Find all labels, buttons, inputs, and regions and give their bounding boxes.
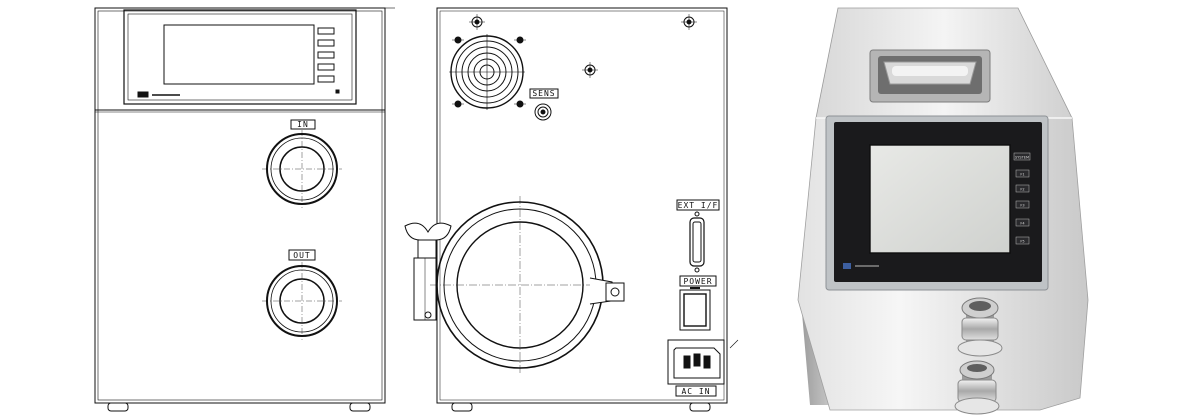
softkey-f5-label: F5 (1020, 240, 1024, 244)
front-foot-right (349, 402, 371, 412)
touch-screen[interactable] (869, 144, 1011, 254)
ac-in-label: AC IN (681, 387, 710, 396)
fan-grille-icon (449, 34, 526, 110)
rear-elevation-drawing (404, 7, 739, 412)
power-switch[interactable] (679, 275, 717, 331)
softkey-f2[interactable] (1015, 184, 1030, 193)
softkey-f1[interactable] (1015, 169, 1030, 178)
ext-interface-connector (676, 199, 720, 273)
softkey-system[interactable] (1013, 152, 1031, 161)
carry-handle[interactable] (869, 49, 991, 103)
sensor-label: SENS (532, 89, 555, 98)
softkey-f3-label: F3 (1020, 204, 1024, 208)
lower-pipe-fitting (954, 360, 1000, 415)
softkey-f3[interactable] (1015, 200, 1030, 209)
rear-cabinet-outline (436, 7, 728, 404)
front-foot-left (107, 402, 129, 412)
outlet-label: OUT (293, 251, 310, 260)
softkey-f5[interactable] (1015, 236, 1030, 245)
wing-nut-clamp-icon (404, 222, 452, 321)
front-elevation-drawing (94, 7, 395, 412)
front-display-window (163, 24, 315, 85)
softkey-f4-label: F4 (1020, 222, 1025, 226)
front-outlet-port (262, 249, 342, 340)
softkey-f2-label: F2 (1020, 188, 1024, 192)
vacuum-clamp-ring (430, 196, 625, 374)
upper-pipe-fitting (957, 297, 1003, 357)
rear-foot-left (451, 402, 473, 412)
maker-logo (843, 263, 851, 269)
power-label: POWER (683, 277, 712, 286)
product-photo (797, 7, 1089, 415)
front-control-panel (123, 9, 357, 105)
panel-brand-marking (855, 265, 879, 267)
front-inlet-port (262, 119, 342, 208)
screw-icon (582, 62, 598, 78)
ext-if-label: EXT I/F (678, 201, 719, 210)
screw-icon (681, 14, 697, 30)
ac-inlet-socket (667, 339, 739, 397)
softkey-system-label: SYSTEM (1015, 156, 1029, 160)
screw-icon (469, 14, 485, 30)
rear-foot-right (689, 402, 711, 412)
front-cabinet-outline (94, 7, 386, 404)
softkey-f1-label: F1 (1020, 173, 1024, 177)
sensor-connector (529, 88, 559, 121)
softkey-f4[interactable] (1015, 218, 1030, 227)
inlet-label: IN (297, 120, 309, 129)
